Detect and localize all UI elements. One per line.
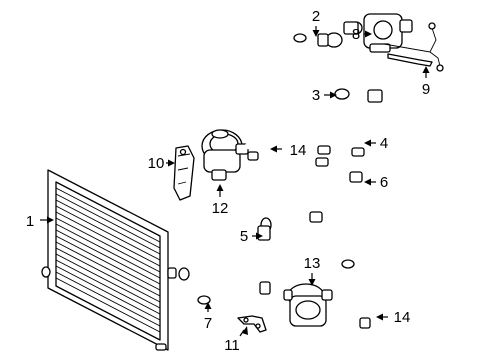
callout-9: 9 <box>422 81 430 98</box>
water-pump-12 <box>201 129 249 181</box>
bracket-11 <box>237 315 267 333</box>
callout-2: 2 <box>312 8 320 25</box>
callout-14-upper: 14 <box>290 142 307 159</box>
clamp-14-upper <box>244 136 273 164</box>
callout-5: 5 <box>240 228 248 245</box>
hose-7 <box>178 266 271 306</box>
callout-3: 3 <box>312 87 320 104</box>
callout-14-lower: 14 <box>394 309 411 326</box>
callout-4: 4 <box>380 135 388 152</box>
callout-7: 7 <box>204 315 212 332</box>
callout-10: 10 <box>148 155 165 172</box>
hose-2 <box>288 32 343 72</box>
callout-12: 12 <box>212 200 229 217</box>
hose-3 <box>316 88 350 155</box>
hose-6 <box>305 171 363 269</box>
callout-13: 13 <box>304 255 321 272</box>
callout-8: 8 <box>352 26 360 43</box>
bracket-10 <box>173 145 195 201</box>
water-pump-13 <box>283 283 333 327</box>
hose-4 <box>351 89 383 157</box>
bracket-9 <box>383 22 444 72</box>
callout-1: 1 <box>26 213 34 230</box>
callout-6: 6 <box>380 174 388 191</box>
valve-8 <box>343 13 413 53</box>
clamp-14-lower <box>328 300 375 329</box>
callout-11: 11 <box>224 337 240 354</box>
radiator <box>41 169 177 351</box>
